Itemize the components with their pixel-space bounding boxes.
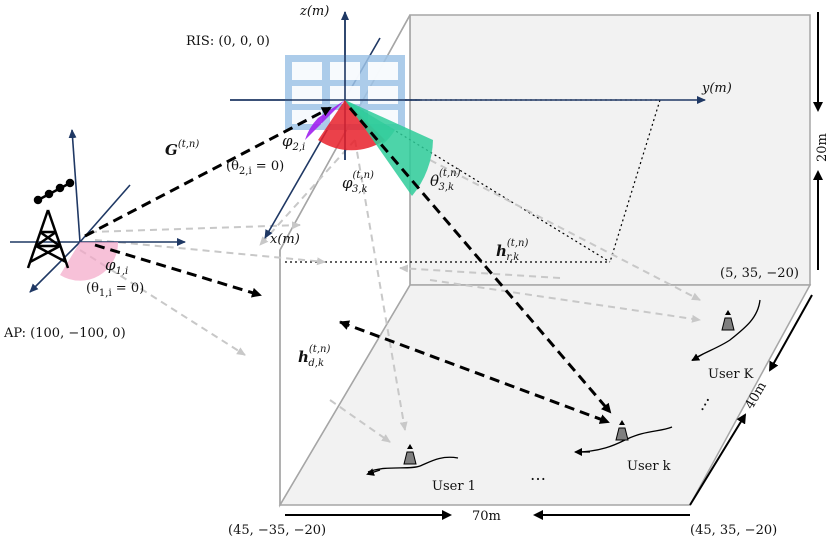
hd-channel-label: h(t,n)d,k [298,344,330,369]
G-channel-label: G(t,n) [165,139,199,159]
x-axis-label: x(m) [270,232,300,247]
user-k-label: User k [627,459,671,474]
room-back-wall [409,14,811,286]
ris-label: RIS: (0, 0, 0) [186,34,270,49]
y-axis-label: y(m) [701,81,732,96]
user-1-label: User 1 [432,479,476,494]
user-1 [366,444,459,476]
phi2-wedge [305,100,345,140]
phi3-wedge [318,100,385,151]
height-dimension-label: 20m [815,133,830,162]
ap-label: AP: (100, −100, 0) [3,326,126,341]
corner-back-label: (5, 35, −20) [720,266,799,281]
hr-channel-arrow [348,107,612,414]
user-k [574,420,673,456]
user-K [691,299,761,362]
theta1-label: (θ1,i = 0) [86,281,144,299]
corner-front-right-label: (45, 35, −20) [690,523,777,538]
length-dimension-label: 70m [472,509,501,524]
G-channel-arrow [84,106,332,238]
ap-direct-arrow [94,243,262,298]
corner-front-left-label: (45, −35, −20) [228,523,326,538]
user-1-icon [403,451,417,465]
user-k-icon [615,427,629,441]
user-K-icon [721,317,735,331]
z-axis-label: z(m) [299,4,329,19]
dimension-arrows [285,12,823,520]
phi3-label: φ(t,n)3,k [342,170,374,195]
main-channels [84,106,612,424]
theta2-label: (θ2,i = 0) [226,159,284,177]
phi1-label: φ1,i [105,256,128,277]
user-K-label: User K [708,367,754,382]
phi1-wedge [60,242,119,281]
users-ellipsis-1: … [530,465,546,484]
phi2-label: φ2,i [282,132,305,153]
ris-angles [305,100,433,196]
hr-channel-label: h(t,n)r,k [496,238,528,263]
theta3-label: θ(t,n)3,k [430,168,461,193]
ap-tower-icon [26,178,75,269]
